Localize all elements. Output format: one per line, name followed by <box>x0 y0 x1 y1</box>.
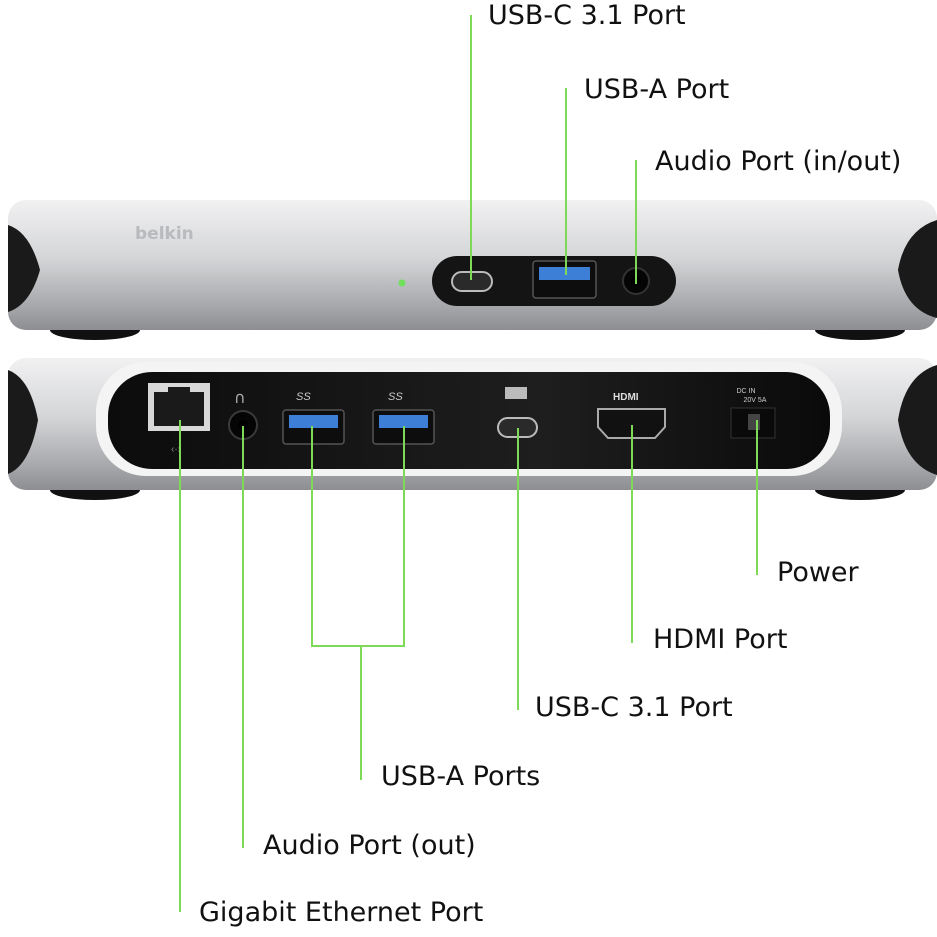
rear-device: ‹·› ∩ SS SS HDMI DC IN 20V 5A <box>8 358 937 500</box>
label-power: Power <box>777 557 859 588</box>
rear-port-panel <box>108 372 830 469</box>
status-led <box>398 279 406 287</box>
headphone-icon: ∩ <box>234 388 246 407</box>
svg-text:DC IN: DC IN <box>736 388 755 395</box>
label-front-usb-a: USB-A Port <box>584 74 730 105</box>
hdmi-port <box>597 408 666 439</box>
svg-text:SS: SS <box>296 391 311 403</box>
belkin-logo: belkin <box>135 224 194 244</box>
front-device: belkin <box>8 200 937 340</box>
label-hdmi: HDMI Port <box>653 624 788 655</box>
label-rear-usb-c: USB-C 3.1 Port <box>535 692 733 723</box>
svg-text:HDMI: HDMI <box>613 392 639 403</box>
label-front-audio: Audio Port (in/out) <box>655 146 902 177</box>
label-front-usb-c: USB-C 3.1 Port <box>488 0 686 31</box>
svg-text:‹·›: ‹·› <box>171 444 181 455</box>
svg-text:SS: SS <box>388 391 403 403</box>
label-rear-audio: Audio Port (out) <box>263 830 476 861</box>
callout-lines <box>179 15 758 912</box>
label-ethernet: Gigabit Ethernet Port <box>199 897 484 928</box>
svg-text:20V 5A: 20V 5A <box>744 397 767 404</box>
label-rear-usb-a: USB-A Ports <box>381 761 541 792</box>
